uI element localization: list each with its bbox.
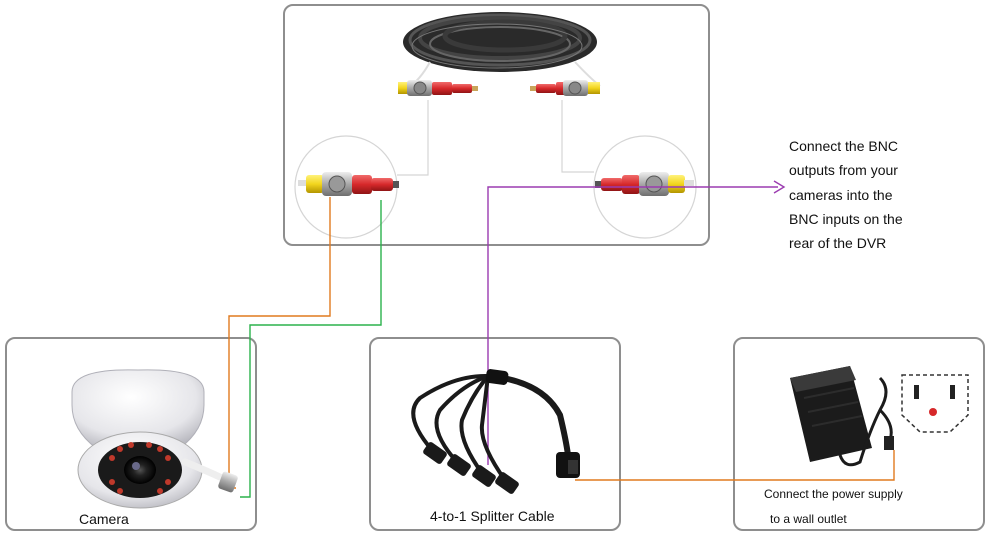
bnc-connector-icon: [398, 80, 478, 96]
bnc-instruction-line: outputs from your: [789, 162, 898, 179]
orange-power-wire: [575, 450, 895, 481]
cable-coil-icon: [403, 12, 601, 89]
camera-label: Camera: [79, 511, 129, 527]
bnc-connector-icon: [298, 172, 399, 196]
bnc-connector-icon: [530, 80, 600, 96]
bnc-connector-icon: [595, 172, 694, 196]
bnc-instruction-line: Connect the BNC: [789, 138, 898, 154]
splitter-label: 4-to-1 Splitter Cable: [430, 508, 555, 524]
splitter-panel: [369, 337, 621, 531]
bnc-instruction-line: rear of the DVR: [789, 235, 887, 252]
power-instruction-line-1: Connect the power supply: [764, 487, 903, 501]
splitter-cable-icon: [411, 373, 571, 482]
green-wire: [240, 200, 382, 498]
power-instruction-line-2: to a wall outlet: [770, 512, 847, 526]
wall-outlet-icon: [901, 374, 969, 433]
arrow-right-icon: [773, 180, 786, 194]
orange-wire: [228, 197, 331, 489]
bnc-instruction: Connect the BNC outputs from your camera…: [789, 134, 974, 255]
splitter-joint: [423, 369, 580, 494]
bnc-instruction-line: cameras into the: [789, 186, 893, 203]
bnc-instruction-line: BNC inputs on the: [789, 210, 903, 227]
dome-camera-icon: [71, 369, 238, 509]
power-adapter-icon: [790, 366, 894, 467]
